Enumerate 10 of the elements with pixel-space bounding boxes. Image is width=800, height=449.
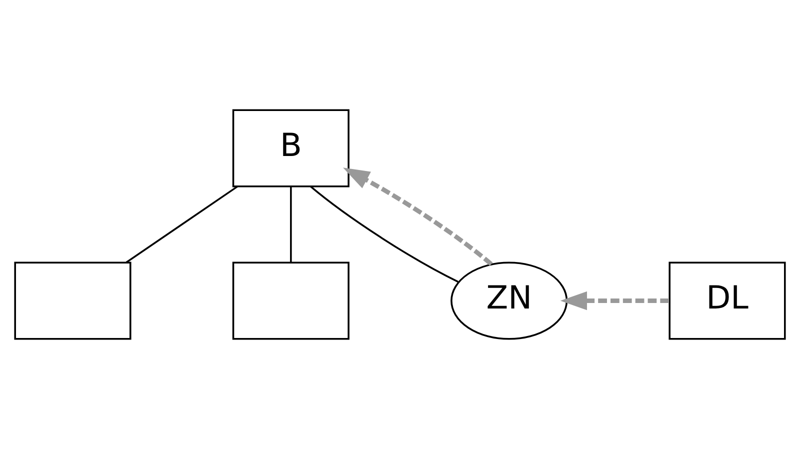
node-box bbox=[232, 262, 350, 340]
connector bbox=[290, 186, 292, 263]
node-box: DL bbox=[668, 262, 786, 340]
node-box bbox=[14, 262, 132, 340]
node-ellipse: ZN bbox=[450, 262, 568, 340]
node-box: B bbox=[232, 109, 350, 188]
connector bbox=[126, 186, 238, 264]
arrow bbox=[560, 291, 670, 310]
arrow bbox=[343, 168, 493, 266]
connector bbox=[310, 186, 458, 283]
